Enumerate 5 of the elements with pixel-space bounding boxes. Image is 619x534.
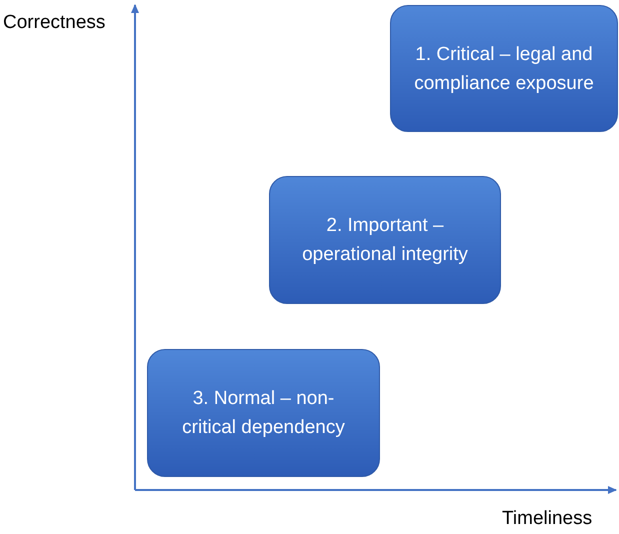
axis-label: Correctness xyxy=(3,12,106,34)
axis-label: Timeliness xyxy=(502,508,592,530)
category-box: 3. Normal – non-critical dependency xyxy=(147,349,380,477)
category-box: 1. Critical – legal and compliance exposure xyxy=(390,5,618,132)
category-box: 2. Important – operational integrity xyxy=(269,176,501,304)
